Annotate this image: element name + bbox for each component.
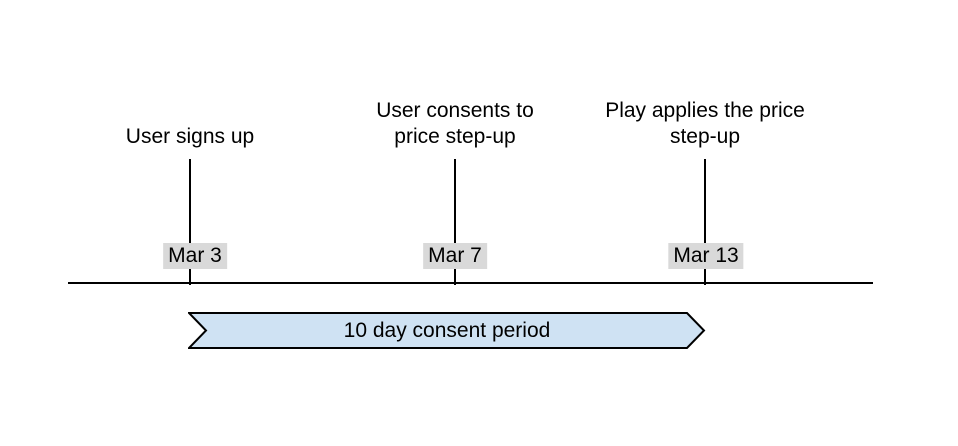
banner-label: 10 day consent period — [343, 318, 551, 342]
banner-arrow-polygon — [188, 312, 706, 349]
event-tick-line-mar-3 — [189, 159, 191, 285]
banner-arrow-shape — [188, 312, 706, 349]
event-date-badge-mar-13: Mar 13 — [668, 243, 744, 269]
event-date-badge-mar-7: Mar 7 — [423, 243, 487, 269]
event-label-user-consents: User consents to price step-up — [376, 99, 534, 148]
event-label-user-signs-up: User signs up — [125, 125, 255, 148]
consent-period-banner: 10 day consent period — [188, 312, 706, 349]
event-label-play-applies: Play applies the price step-up — [605, 99, 805, 148]
event-tick-line-mar-13 — [704, 159, 706, 285]
event-date-badge-mar-3: Mar 3 — [163, 243, 227, 269]
event-tick-line-mar-7 — [454, 159, 456, 285]
timeline-axis — [68, 282, 873, 284]
